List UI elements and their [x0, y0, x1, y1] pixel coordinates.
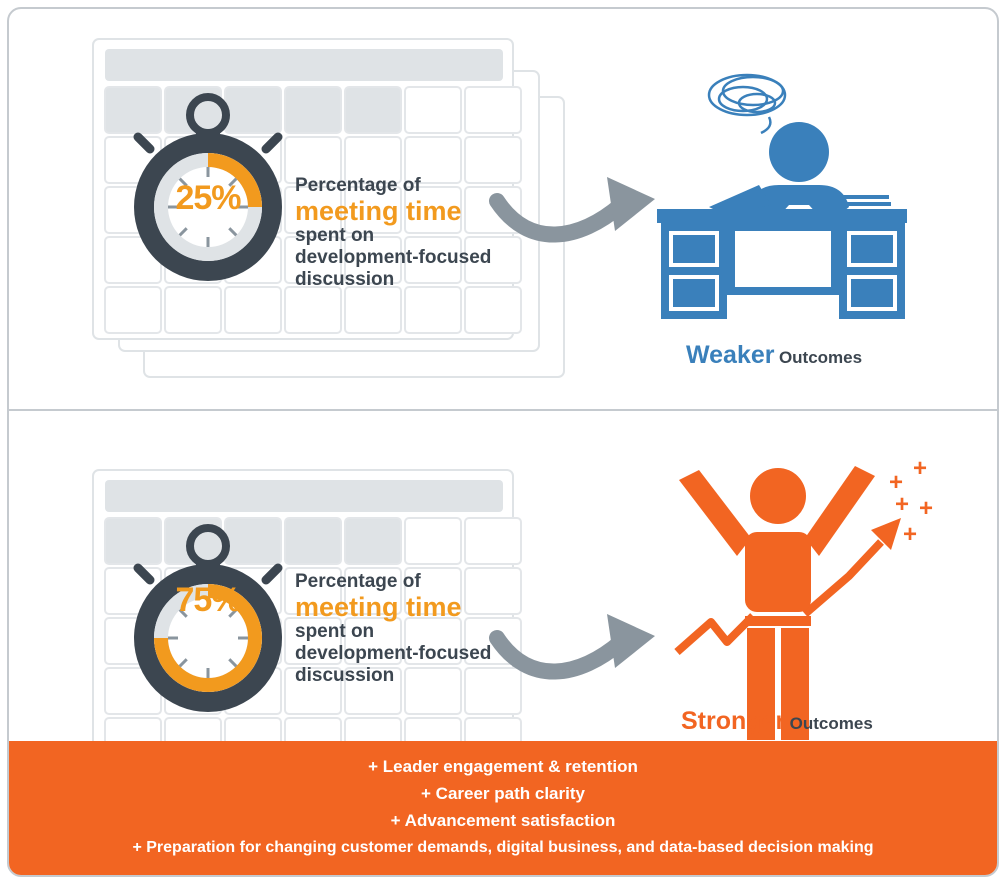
calendar-cell — [404, 617, 462, 665]
panel-divider — [9, 409, 997, 411]
svg-text:+: + — [895, 491, 909, 518]
calendar-cell — [284, 186, 342, 234]
calendar-cell — [104, 286, 162, 334]
caption-line: Percentage of — [295, 175, 421, 196]
calendar-cell — [284, 567, 342, 615]
calendar-cell — [284, 667, 342, 715]
calendar-cell — [344, 136, 402, 184]
calendar-cell — [224, 286, 282, 334]
stopwatch-icon — [133, 93, 283, 281]
calendar-cell — [464, 136, 522, 184]
calendar-cell — [404, 517, 462, 565]
caption-line: Percentage of — [295, 571, 421, 592]
calendar-cell — [344, 186, 402, 234]
calendar-cell — [344, 517, 402, 565]
metric-caption: Percentage of meeting time spent on deve… — [295, 175, 491, 291]
calendar-cell — [284, 617, 342, 665]
calendar-cell — [284, 86, 342, 134]
calendar-cell — [404, 236, 462, 284]
benefits-banner: + Leader engagement & retention + Career… — [9, 741, 997, 875]
calendar-cell — [344, 617, 402, 665]
progress-arc — [207, 153, 262, 208]
calendar-cell — [404, 186, 462, 234]
caption-line: discussion — [295, 665, 395, 686]
svg-text:+: + — [913, 455, 927, 482]
stronger-outcomes-panel: + + + + + 75% Percentage of meeting time… — [9, 411, 997, 765]
calendar-cell — [224, 86, 282, 134]
outcome-suffix: Outcomes — [789, 714, 873, 733]
percentage-value: 25% — [175, 179, 241, 217]
metric-caption: Percentage of meeting time spent on deve… — [295, 571, 491, 687]
calendar-cell — [344, 567, 402, 615]
calendar-cell — [104, 517, 162, 565]
stressed-person-at-desk-icon — [657, 73, 907, 319]
benefit-item: + Preparation for changing customer dema… — [132, 839, 874, 856]
percentage-value: 75% — [175, 581, 241, 619]
caption-highlight: meeting time — [295, 592, 462, 622]
calendar-cell — [164, 286, 222, 334]
caption-line: discussion — [295, 269, 395, 290]
calendar-cell — [284, 517, 342, 565]
calendar-cell — [404, 86, 462, 134]
outcome-label: Stronger Outcomes — [681, 707, 873, 736]
calendar-cell — [404, 567, 462, 615]
calendar-cell — [104, 86, 162, 134]
celebrating-person-with-rising-arrow-icon: + + + + + — [674, 455, 933, 740]
calendar-cell — [464, 517, 522, 565]
calendar-cell — [284, 136, 342, 184]
svg-text:+: + — [889, 469, 903, 496]
calendar-cell — [224, 517, 282, 565]
calendar-cell — [284, 236, 342, 284]
caption-line: spent on — [295, 621, 375, 642]
calendar-cell — [464, 567, 522, 615]
calendar-cell — [464, 667, 522, 715]
benefit-item: + Advancement satisfaction — [390, 811, 616, 830]
weaker-outcomes-panel: 25% Percentage of meeting time spent on … — [9, 9, 997, 409]
calendar-cell — [344, 236, 402, 284]
calendar-cell — [404, 136, 462, 184]
outcome-label: Weaker Outcomes — [686, 341, 862, 370]
benefit-item: + Leader engagement & retention — [368, 757, 638, 776]
calendar-cell — [464, 236, 522, 284]
calendar-cell — [404, 667, 462, 715]
svg-text:+: + — [903, 521, 917, 548]
svg-text:+: + — [919, 495, 933, 522]
calendar-cell — [284, 286, 342, 334]
outcome-word: Stronger — [681, 707, 786, 735]
progress-arc — [154, 584, 262, 692]
stopwatch-icon — [133, 524, 283, 712]
outcome-word: Weaker — [686, 341, 775, 369]
calendar-cell — [464, 286, 522, 334]
arrow-head-icon — [607, 614, 655, 668]
caption-line: development-focused — [295, 643, 492, 664]
caption-line: spent on — [295, 225, 375, 246]
calendar-cell — [344, 286, 402, 334]
benefit-item: + Career path clarity — [421, 784, 585, 803]
caption-line: development-focused — [295, 247, 492, 268]
caption-highlight: meeting time — [295, 196, 462, 226]
arrow-head-icon — [607, 177, 655, 231]
calendar-cell — [404, 286, 462, 334]
calendar-cell — [464, 86, 522, 134]
curved-arrow-icon — [489, 193, 629, 243]
calendar-cell — [344, 86, 402, 134]
calendar-cell — [344, 667, 402, 715]
outcome-suffix: Outcomes — [778, 348, 863, 367]
curved-arrow-icon — [489, 630, 629, 680]
infographic-frame: 25% Percentage of meeting time spent on … — [7, 7, 999, 877]
weaker-outcomes-illustration — [92, 38, 907, 378]
